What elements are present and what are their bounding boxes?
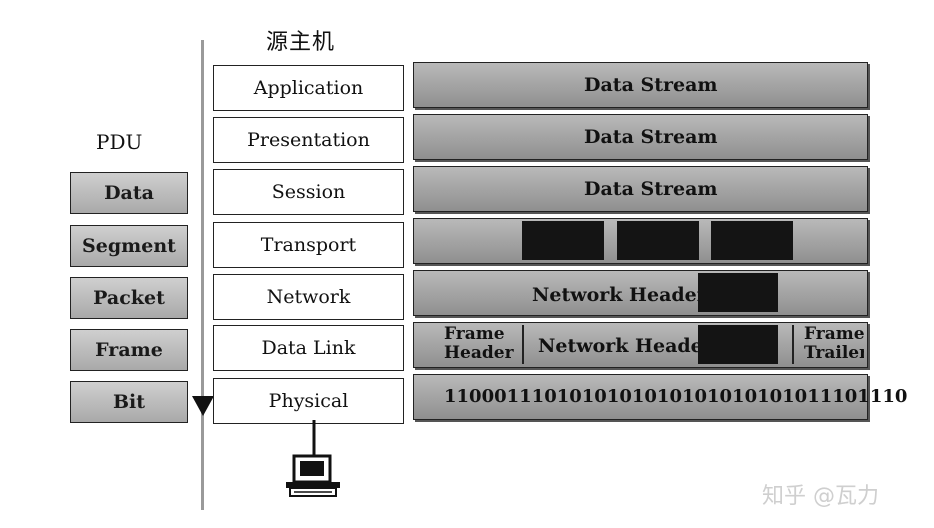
packet-data-block — [698, 273, 778, 312]
layer-application: Application — [213, 65, 404, 111]
segment-data-block — [617, 221, 699, 260]
layer-session: Session — [213, 169, 404, 215]
band-application: Data Stream — [413, 62, 868, 108]
layer-data-link: Data Link — [213, 325, 404, 371]
watermark: 知乎 @瓦力 — [762, 484, 879, 509]
band-data-link: Frame Header Network Header Frame Traile… — [413, 322, 868, 368]
network-header-label: Network Header — [532, 284, 707, 306]
layer-presentation: Presentation — [213, 117, 404, 163]
band-physical: 1100011101010101010101010101011101110 — [413, 374, 907, 420]
data-stream-label: Data Stream — [584, 74, 718, 96]
pdu-segment: Segment — [70, 225, 188, 267]
layer-network: Network — [213, 274, 404, 320]
host-title: 源主机 — [266, 30, 336, 55]
pdu-header: PDU — [96, 130, 143, 154]
data-stream-label: Data Stream — [584, 126, 718, 148]
network-header-label: Network Header — [538, 335, 713, 357]
down-arrow-icon — [192, 396, 214, 416]
band-transport — [413, 218, 868, 264]
band-session: Data Stream — [413, 166, 868, 212]
band-network: Network Header — [413, 270, 868, 316]
field-divider — [792, 325, 794, 364]
layer-transport: Transport — [213, 222, 404, 268]
segment-data-block — [711, 221, 793, 260]
data-stream-label: Data Stream — [584, 178, 718, 200]
pdu-packet: Packet — [70, 277, 188, 319]
bit-stream-label: 1100011101010101010101010101011101110 — [444, 386, 908, 407]
computer-icon — [286, 420, 340, 497]
frame-data-block — [698, 325, 778, 364]
pdu-data: Data — [70, 172, 188, 214]
band-presentation: Data Stream — [413, 114, 868, 160]
field-divider — [522, 325, 524, 364]
layer-physical: Physical — [213, 378, 404, 424]
pdu-bit: Bit — [70, 381, 188, 423]
segment-data-block — [522, 221, 604, 260]
pdu-frame: Frame — [70, 329, 188, 371]
flow-axis — [201, 40, 204, 510]
frame-header-label: Frame Header — [444, 324, 514, 363]
frame-trailer-label: Frame Trailer — [804, 325, 864, 363]
